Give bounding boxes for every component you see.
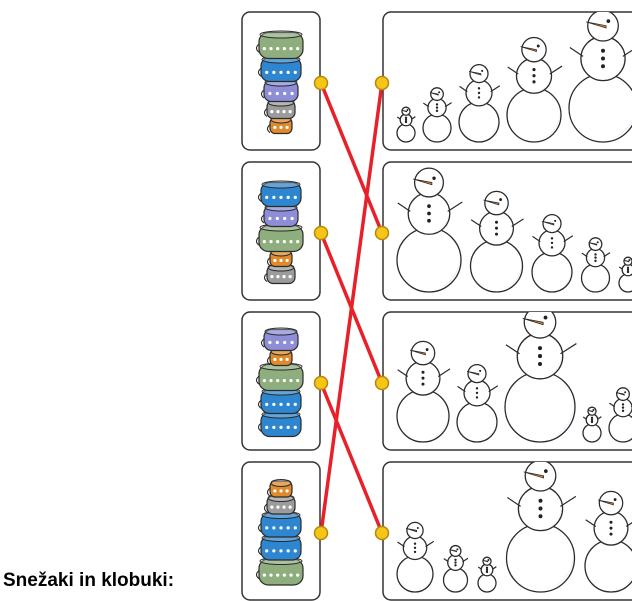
green-hat-icon	[255, 223, 304, 253]
green-hat-icon	[255, 30, 304, 60]
green-hat-icon	[255, 362, 304, 392]
snowman-icon	[568, 12, 632, 143]
blue-hat-icon	[257, 180, 302, 208]
snowman-icon	[477, 556, 497, 593]
hat-connector-dot-4	[313, 525, 329, 541]
blue-hat-icon	[257, 511, 302, 538]
snowman-cards	[382, 11, 632, 601]
snowman-icon	[469, 190, 524, 293]
connection-line-1	[319, 81, 384, 235]
hat-card-3	[241, 311, 321, 451]
snowman-icon	[396, 340, 451, 443]
connection-lines	[319, 81, 384, 535]
snowman-icon	[396, 521, 435, 593]
snowman-card-4	[382, 461, 632, 601]
connection-line-4	[319, 81, 384, 535]
snowman-icon	[580, 237, 611, 293]
purple-hat-icon	[260, 327, 299, 352]
snowman-icon	[506, 36, 563, 143]
hat-card-1	[241, 11, 321, 151]
hat-cards	[241, 11, 321, 601]
snowman-icon	[618, 256, 632, 293]
orange-hat-icon	[266, 479, 293, 498]
snowman-icon	[504, 312, 577, 443]
blue-hat-icon	[257, 534, 302, 561]
purple-hat-icon	[260, 78, 299, 103]
snowman-connector-dot-2	[374, 225, 390, 241]
hat-connector-dot-3	[313, 375, 329, 391]
hat-connector-dot-1	[313, 75, 329, 91]
snowman-card-2	[382, 161, 632, 301]
blue-hat-icon	[257, 410, 302, 438]
connection-dots	[313, 75, 390, 541]
purple-hat-icon	[260, 203, 299, 228]
hat-connector-dot-2	[313, 225, 329, 241]
snowman-icon	[458, 63, 501, 143]
blue-hat-icon	[257, 55, 302, 83]
blue-hat-icon	[257, 387, 302, 415]
snowman-icon	[442, 544, 469, 593]
snowman-card-1	[382, 11, 632, 151]
snowman-card-3	[382, 311, 632, 451]
worksheet-caption: Snežaki in klobuki:	[3, 570, 175, 591]
green-hat-icon	[255, 557, 304, 586]
snowman-connector-dot-1	[374, 75, 390, 91]
snowman-icon	[422, 87, 452, 143]
snowman-icon	[584, 490, 632, 593]
hat-card-2	[241, 161, 321, 301]
snowman-icon	[582, 406, 602, 443]
snowman-icon	[456, 363, 499, 443]
snowman-icon	[531, 213, 574, 293]
snowman-icon	[396, 167, 463, 293]
snowman-icon	[396, 106, 416, 143]
snowman-icon	[608, 387, 632, 443]
snowman-connector-dot-4	[374, 525, 390, 541]
snowman-connector-dot-3	[374, 375, 390, 391]
hat-card-4	[241, 461, 321, 601]
connection-line-3	[319, 381, 384, 535]
snowman-icon	[505, 462, 577, 593]
